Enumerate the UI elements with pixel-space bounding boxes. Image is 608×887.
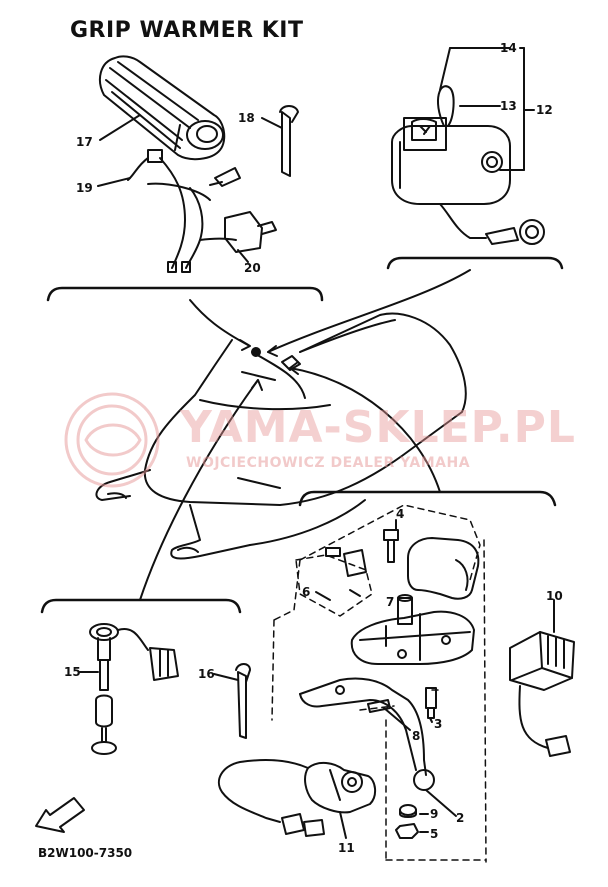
callout-20: 20 — [244, 261, 261, 275]
brake-lever-part-2 — [299, 677, 435, 791]
callout-10: 10 — [546, 589, 563, 603]
thumb-switch-part-11 — [217, 759, 376, 837]
callout-7: 7 — [386, 595, 394, 609]
connector-arrow-mid — [139, 379, 259, 601]
screw-part-4 — [383, 529, 399, 563]
forward-direction-arrow — [35, 797, 85, 833]
switch-20 — [199, 211, 277, 253]
wiring-harness-19 — [127, 149, 241, 273]
cable-clamp-16 — [235, 663, 251, 739]
snowmobile-outline — [95, 312, 467, 560]
screw-part-8 — [367, 699, 391, 713]
callout-4: 4 — [396, 507, 404, 521]
washer-part-9 — [399, 804, 417, 816]
callout-12: 12 — [536, 103, 553, 117]
bolt-part-3 — [425, 687, 437, 719]
section-bracket-mid-left — [40, 598, 242, 614]
callout-3: 3 — [434, 717, 442, 731]
callout-6: 6 — [302, 585, 310, 599]
section-bracket-mid-right — [298, 490, 557, 507]
grommet-part-15 — [89, 623, 179, 755]
watermark-logo — [64, 392, 160, 488]
callout-5: 5 — [430, 827, 438, 841]
section-bracket-top-right — [386, 256, 564, 270]
control-module-10 — [509, 631, 575, 757]
callout-9: 9 — [430, 807, 438, 821]
connector-arrow-lower — [289, 367, 441, 493]
callout-14: 14 — [500, 41, 517, 55]
callout-13: 13 — [500, 99, 517, 113]
diagram-title: GRIP WARMER KIT — [70, 18, 304, 43]
callout-8: 8 — [412, 729, 420, 743]
watermark-brand: YAMA-SKLEP.PL — [180, 402, 576, 453]
mounting-bracket — [350, 610, 475, 665]
callout-17: 17 — [76, 135, 93, 149]
cable-clamp-18 — [279, 105, 299, 177]
catalog-code: B2W100-7350 — [38, 846, 133, 860]
watermark-tagline: WOJCIECHOWICZ DEALER YAMAHA — [186, 455, 471, 471]
connector-part-6 — [325, 547, 367, 597]
switch-cover — [407, 537, 480, 600]
fwd-label: FWD — [51, 806, 74, 825]
connector-arrow-right — [267, 269, 471, 353]
callout-18: 18 — [238, 111, 255, 125]
callout-11: 11 — [338, 841, 355, 855]
section-bracket-top-left — [46, 286, 324, 302]
callout-15: 15 — [64, 665, 81, 679]
callout-2: 2 — [456, 811, 464, 825]
grip-part-17 — [99, 55, 226, 161]
spacer-part-7 — [397, 594, 413, 625]
callout-16: 16 — [198, 667, 215, 681]
connector-arrow-left — [189, 299, 249, 346]
control-housing-12 — [391, 85, 545, 245]
nut-part-5 — [395, 823, 419, 839]
dashed-assembly-frame — [271, 504, 487, 863]
callout-19: 19 — [76, 181, 93, 195]
